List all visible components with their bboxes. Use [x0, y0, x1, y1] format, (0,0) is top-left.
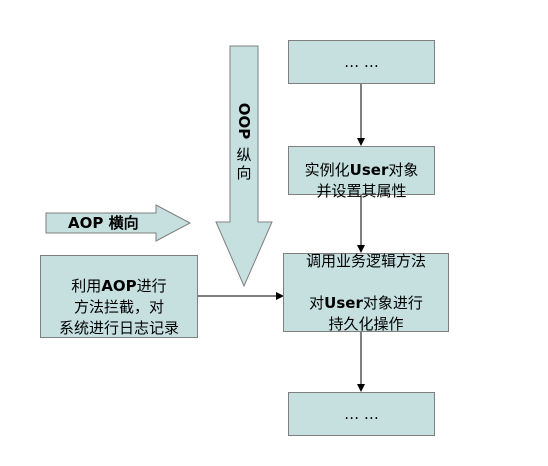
oop-label-char-2: 向 [236, 164, 252, 182]
oop-label-top: OOP [235, 102, 253, 140]
instantiate-line-1-suffix: 对象 [388, 161, 419, 179]
business-line-2-bold: User [324, 293, 363, 312]
business-line-2-prefix: 对 [309, 293, 325, 312]
instantiate-line-1: 实例化User对象 [305, 139, 419, 181]
aop-line-1: 利用AOP进行 [71, 255, 166, 297]
business-logic-box: 调用业务逻辑方法 对User对象进行 持久化操作 [283, 251, 449, 333]
business-line-1: 调用业务逻辑方法 [305, 251, 426, 270]
aop-arrow-label-text: AOP 横向 [68, 214, 139, 232]
bottom-box-text: … … [344, 404, 379, 423]
aop-arrow-label: AOP 横向 [68, 214, 158, 232]
instantiate-line-1-bold: User [349, 161, 389, 179]
business-line-2-suffix: 对象进行 [362, 293, 423, 312]
aop-line-1-bold: AOP [101, 276, 137, 295]
aop-horizontal-arrow [45, 204, 192, 242]
instantiate-line-1-prefix: 实例化 [304, 161, 350, 179]
top-box-text: … … [344, 52, 379, 71]
aop-line-1-suffix: 进行 [136, 276, 167, 295]
bottom-ellipsis-box: … … [288, 392, 435, 436]
top-ellipsis-box: … … [288, 40, 435, 84]
business-line-2: 对User对象进行 [309, 272, 423, 314]
oop-arrow-label: OOP 纵 向 [232, 103, 256, 182]
oop-vertical-arrow [215, 45, 273, 288]
instantiate-user-box: 实例化User对象 并设置其属性 [288, 146, 435, 200]
aop-line-3: 系统进行日志记录 [58, 318, 179, 337]
aop-line-2: 方法拦截，对 [73, 297, 164, 316]
instantiate-line-2: 并设置其属性 [316, 182, 407, 200]
aop-interception-box: 利用AOP进行 方法拦截，对 系统进行日志记录 [40, 255, 198, 338]
aop-line-1-prefix: 利用 [71, 276, 102, 295]
business-line-3: 持久化操作 [328, 314, 404, 333]
oop-label-char-1: 纵 [236, 146, 252, 164]
